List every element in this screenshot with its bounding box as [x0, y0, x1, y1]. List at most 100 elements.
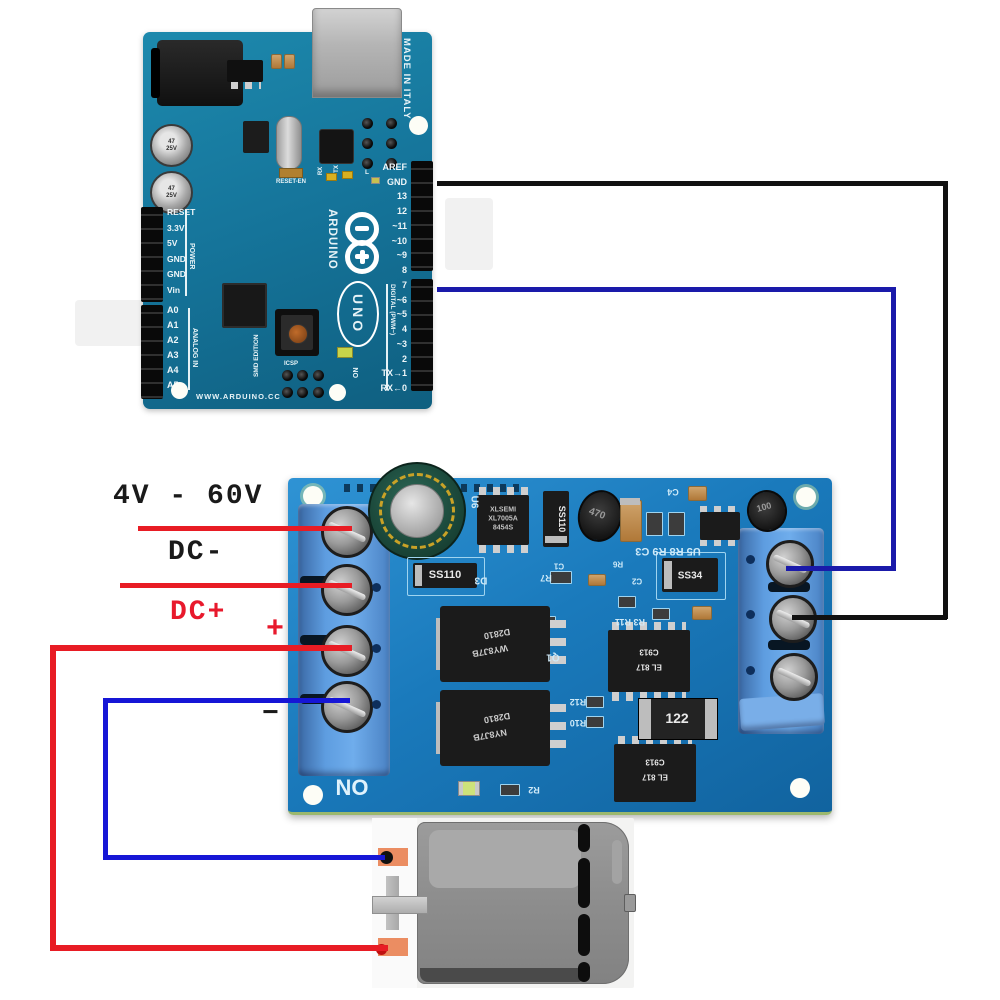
- reset-button-cap: [288, 324, 308, 344]
- diode-ss110: [413, 563, 477, 588]
- smd-resistor: [652, 608, 670, 620]
- terminal-screw-dc-in-1[interactable]: [321, 506, 373, 558]
- mosfet-q1: [440, 606, 550, 682]
- smd-component: [284, 54, 295, 69]
- mosfet-q2: [440, 690, 550, 766]
- pin-label: 3.3V: [167, 222, 185, 233]
- silk-line: [188, 308, 190, 390]
- smd-resistor: [668, 512, 685, 536]
- chip-leads: [700, 540, 740, 546]
- pin-label: ~5: [396, 309, 407, 320]
- terminal-screw-out-plus[interactable]: [321, 625, 373, 677]
- mosfet-driver-module: [288, 462, 832, 815]
- rx-label: RX: [318, 166, 325, 176]
- chip-leads: [479, 487, 529, 495]
- terminal-screw-signal[interactable]: [766, 540, 814, 588]
- minus-sign-label: −: [262, 699, 281, 730]
- motor-vent-slot: [578, 858, 590, 908]
- terminal-hole: [746, 610, 755, 619]
- reset-button: [275, 309, 319, 356]
- terminal-hole: [746, 666, 755, 675]
- smd-resistor: [586, 696, 604, 708]
- tx-led: [342, 171, 353, 179]
- usb-icsp-header: [357, 115, 401, 171]
- mounting-hole: [303, 785, 323, 805]
- mosfet-lead: [550, 704, 566, 712]
- mosfet-lead: [550, 656, 566, 664]
- smd-edition-label: SMD EDITION: [253, 334, 260, 377]
- power-header-socket: [141, 207, 163, 302]
- pin-label: 7: [401, 280, 407, 290]
- capacitor-top: [390, 484, 444, 538]
- motor-body-highlight: [429, 830, 581, 888]
- smd-component: [271, 54, 282, 69]
- regulator-chip-u6: [477, 495, 529, 545]
- input-capacitor: [368, 462, 466, 560]
- smd-component: [688, 486, 707, 501]
- pin-label: GND: [167, 269, 186, 279]
- pin-label: A2: [167, 335, 179, 345]
- optocoupler-1: [608, 630, 690, 692]
- tx-label: TX: [333, 165, 340, 173]
- reset-en-jumper: [279, 168, 303, 178]
- motor-rear-bushing: [624, 894, 636, 912]
- pin-label: GND: [167, 253, 186, 264]
- terminal-screw-vcc[interactable]: [770, 653, 818, 701]
- rx-led: [326, 173, 337, 181]
- pin-label: RX←0: [380, 382, 407, 393]
- pin-label: AREF: [382, 162, 408, 172]
- pin-label: A0: [167, 305, 179, 315]
- dc-minus-label: DC-: [168, 537, 225, 568]
- digital-header-lower: [411, 279, 433, 391]
- pin-label: 4: [401, 324, 407, 335]
- logo-plus-icon: [359, 249, 365, 264]
- diode-band: [664, 561, 672, 589]
- dc-motor: [372, 818, 636, 988]
- terminal-screw-gnd[interactable]: [769, 595, 817, 643]
- on-led-label: ON: [353, 367, 360, 379]
- motor-positive-wire-segment: [50, 645, 56, 950]
- l-led: [371, 177, 380, 184]
- motor-negative-wire-segment: [103, 855, 385, 860]
- terminal-gap: [300, 635, 334, 645]
- mounting-hole: [329, 384, 346, 401]
- diode-band: [545, 536, 567, 543]
- analog-header-socket: [141, 305, 163, 399]
- pin-label: ~3: [396, 338, 407, 349]
- dc-minus-wire: [138, 526, 352, 531]
- smd-resistor: [586, 716, 604, 728]
- motor-negative-wire-segment: [103, 698, 108, 860]
- power-on-led: [337, 347, 353, 358]
- power-jack-opening: [151, 48, 160, 98]
- mosfet-lead: [550, 722, 566, 730]
- gnd-wire-segment: [943, 181, 948, 619]
- usb-controller-chip: [319, 129, 354, 164]
- made-in-italy-label: MADE IN ITALY: [401, 38, 412, 120]
- power-section-label: POWER: [188, 243, 195, 270]
- motor-positive-wire-segment: [50, 645, 352, 651]
- smd-resistor: [618, 596, 636, 608]
- pin-label: A1: [167, 320, 179, 330]
- logo-minus-icon: [355, 226, 369, 231]
- terminal-hole: [746, 555, 755, 564]
- pin-label: GND: [387, 176, 407, 187]
- l-led-label: L: [365, 169, 369, 176]
- crystal-oscillator: [276, 116, 302, 170]
- terminal-screw-dc-in-2[interactable]: [321, 564, 373, 616]
- mounting-hole: [171, 382, 188, 399]
- mosfet-lead: [550, 638, 566, 646]
- pin-label: Vin: [167, 284, 181, 295]
- electrolytic-capacitor: 47 25V: [150, 171, 193, 214]
- electrolytic-capacitor: 47 25V: [150, 124, 193, 167]
- website-label: WWW.ARDUINO.CC: [196, 392, 281, 401]
- silk-line: [185, 210, 187, 296]
- pin-label: ~10: [391, 235, 407, 246]
- status-led: [458, 781, 480, 796]
- capacitor-marking: [379, 473, 455, 549]
- terminal-screw-out-minus[interactable]: [321, 681, 373, 733]
- mounting-hole: [303, 486, 323, 506]
- chip-leads: [612, 622, 686, 631]
- pin-label: 13: [396, 191, 407, 202]
- icsp-header: [281, 369, 325, 399]
